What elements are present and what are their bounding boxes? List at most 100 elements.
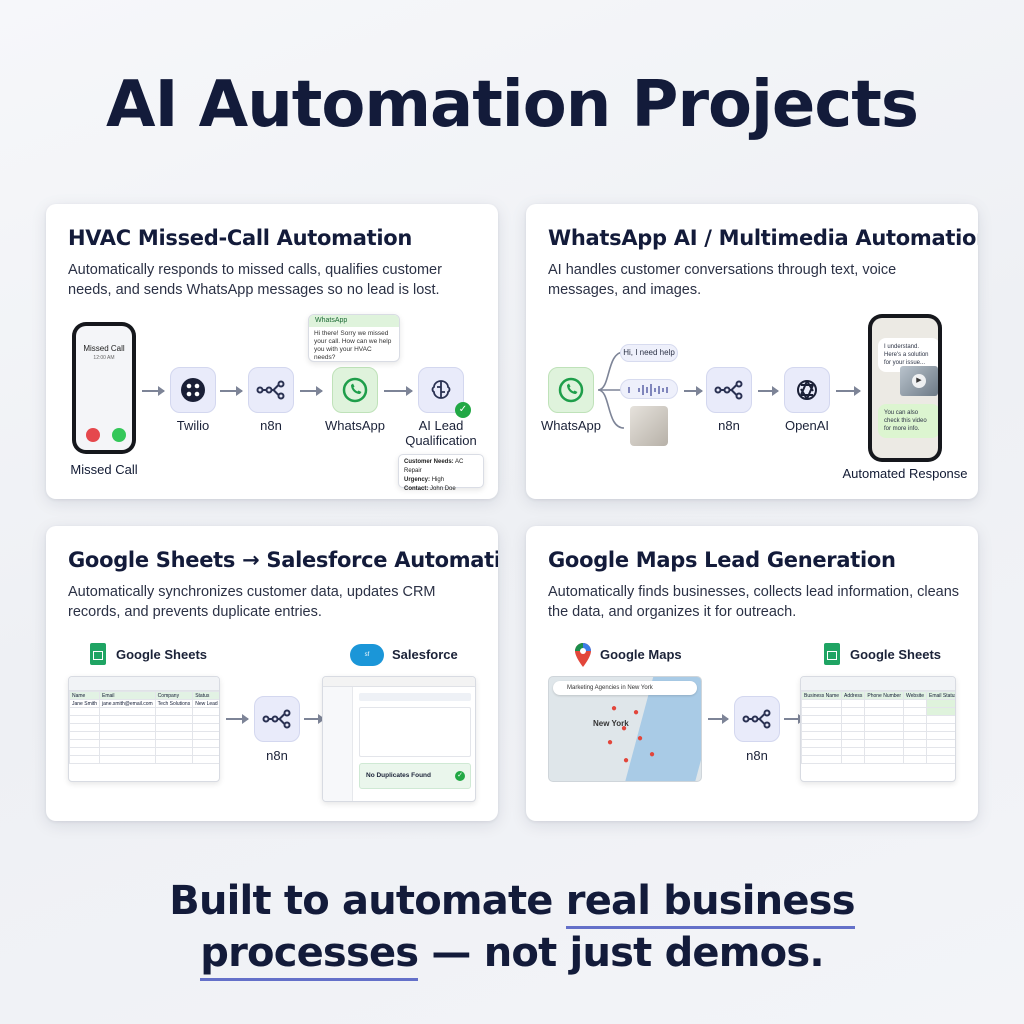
phone-status: Missed Call — [83, 344, 125, 353]
card-title: Google Maps Lead Generation — [548, 548, 896, 572]
node-label: OpenAI — [784, 418, 830, 433]
sheet-header: Website — [903, 691, 927, 700]
play-icon: ▶ — [912, 374, 926, 388]
card-title: Google Sheets → Salesforce Automation — [68, 548, 498, 572]
spreadsheet-preview: Business Name Address Phone Number Websi… — [800, 676, 956, 782]
node-label: n8n — [746, 748, 768, 763]
node-label: AI Lead Qualification — [405, 418, 477, 448]
flow-arrow — [300, 386, 323, 396]
flow-arrow — [758, 386, 779, 396]
node-label: WhatsApp — [541, 418, 601, 433]
flow-arrow — [836, 386, 861, 396]
google-maps-icon — [575, 643, 591, 667]
lead-label: Customer Needs: — [404, 459, 454, 465]
lead-value: AC Repair — [404, 459, 464, 474]
n8n-icon — [248, 367, 294, 413]
flow-arrow — [708, 714, 729, 724]
lead-label: Contact: — [404, 486, 429, 492]
source-label: Google Sheets — [116, 647, 208, 662]
tagline-text: Built to automate — [169, 878, 566, 924]
popup-header: WhatsApp — [309, 315, 399, 327]
sheet-header: Status — [192, 691, 219, 700]
map-pin-icon: ● — [621, 723, 628, 734]
phone-time: 12:00 AM — [93, 355, 115, 361]
decline-icon — [86, 428, 100, 442]
phone-caption: Automated Response — [842, 466, 968, 481]
n8n-icon — [706, 367, 752, 413]
n8n-icon — [734, 696, 780, 742]
lead-info-card: Customer Needs: AC Repair Urgency: High … — [398, 454, 484, 492]
card-sheets-salesforce: Google Sheets → Salesforce Automation Au… — [46, 526, 498, 821]
spreadsheet-preview: Name Email Company Status Jane Smith jan… — [68, 676, 220, 782]
video-thumbnail: ▶ — [900, 366, 938, 396]
card-hvac: HVAC Missed-Call Automation Automaticall… — [46, 204, 498, 499]
tagline-highlight: processes — [200, 930, 419, 981]
whatsapp-icon — [332, 367, 378, 413]
node-label: n8n — [260, 418, 282, 433]
flow-arrow — [220, 386, 243, 396]
flow-arrow — [142, 386, 165, 396]
lead-value: John Doe — [430, 486, 456, 492]
google-sheets-icon — [90, 643, 106, 665]
flow-arrow — [384, 386, 413, 396]
node-label: n8n — [266, 748, 288, 763]
salesforce-icon: sf — [350, 644, 384, 666]
card-description: Automatically responds to missed calls, … — [68, 262, 442, 298]
google-sheets-icon — [824, 643, 840, 665]
flow-arrow — [304, 714, 325, 724]
card-maps-leads: Google Maps Lead Generation Automaticall… — [526, 526, 978, 821]
card-description: Automatically synchronizes customer data… — [68, 584, 436, 620]
map-pin-icon: ● — [607, 737, 614, 748]
tagline-line-2: processes — not just demos. — [0, 930, 1024, 981]
text-message-bubble: Hi, I need help — [620, 344, 678, 362]
popup-message: Hi there! Sorry we missed your call. How… — [314, 330, 392, 361]
openai-icon — [784, 367, 830, 413]
node-label: n8n — [718, 418, 740, 433]
whatsapp-icon — [548, 367, 594, 413]
card-title: HVAC Missed-Call Automation — [68, 226, 412, 250]
duplicate-notice: No Duplicates Found — [366, 772, 431, 779]
sheet-header: Company — [154, 691, 194, 700]
phone-caption: Missed Call — [70, 462, 138, 477]
salesforce-preview: No Duplicates Found ✓ — [322, 676, 476, 802]
image-message-icon — [630, 406, 668, 446]
accept-icon — [112, 428, 126, 442]
lead-value: High — [431, 477, 445, 483]
sheet-header: Name — [69, 691, 101, 700]
sheet-cell: Tech Solutions — [154, 699, 194, 708]
duplicate-check-panel: No Duplicates Found ✓ — [359, 763, 471, 789]
brain-icon: ✓ — [418, 367, 471, 418]
map-search-input[interactable]: Marketing Agencies in New York — [553, 681, 697, 695]
card-description: Automatically finds businesses, collects… — [548, 584, 960, 620]
map-pin-icon: ● — [633, 707, 640, 718]
sheet-cell: New Lead — [192, 699, 219, 708]
node-label: WhatsApp — [325, 418, 385, 433]
branch-connector — [597, 351, 625, 429]
tagline-line-1: Built to automate real business — [0, 878, 1024, 929]
flow-arrow — [226, 714, 249, 724]
map-pin-icon: ● — [649, 749, 656, 760]
map-pin-icon: ● — [611, 703, 618, 714]
sheet-header: Phone Number — [864, 691, 904, 700]
map-city-label: New York — [593, 719, 629, 728]
sheet-cell: jane.smith@email.com — [99, 699, 156, 708]
n8n-icon — [254, 696, 300, 742]
flow-arrow — [684, 386, 703, 396]
sheet-header: Address — [841, 691, 866, 700]
sheet-header: Email — [99, 691, 156, 700]
card-title: WhatsApp AI / Multimedia Automation — [548, 226, 978, 250]
map-pin-icon: ● — [623, 755, 630, 766]
map-preview: Marketing Agencies in New York New York … — [548, 676, 702, 782]
ai-reply-bubble: You can also check this video for more i… — [878, 404, 938, 438]
card-description: AI handles customer conversations throug… — [548, 262, 897, 298]
whatsapp-popup: WhatsApp Hi there! Sorry we missed your … — [308, 314, 400, 362]
node-label: Twilio — [176, 418, 210, 433]
lead-label: Urgency: — [404, 477, 431, 483]
sheet-header: Email Status — [925, 691, 955, 700]
map-pin-icon: ● — [637, 733, 644, 744]
target-label: Google Sheets — [850, 647, 942, 662]
source-label: Google Maps — [600, 647, 682, 662]
sheet-header: Business Name — [801, 691, 843, 700]
sheet-cell: Jane Smith — [69, 699, 101, 708]
voice-message-icon — [620, 379, 678, 399]
